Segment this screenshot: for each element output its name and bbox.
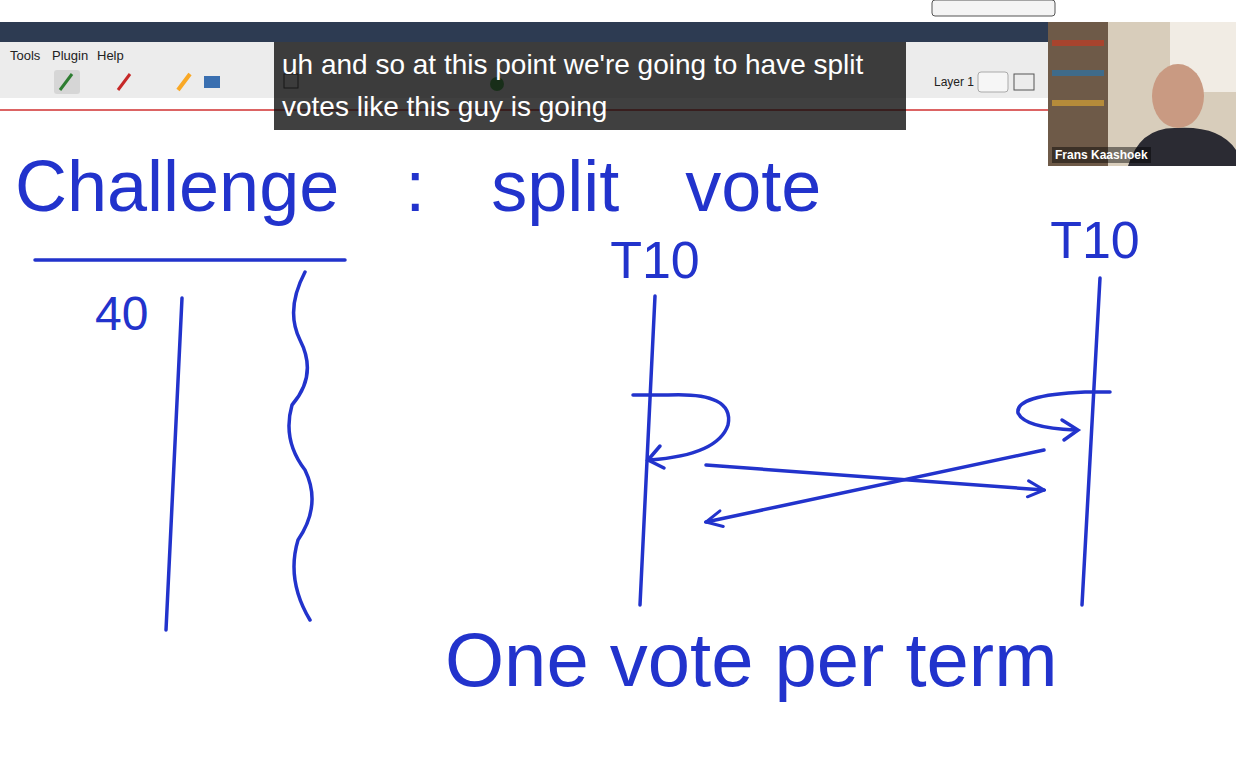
window-icon [1014, 74, 1034, 90]
webcam [1048, 22, 1236, 166]
self-vote [1018, 392, 1110, 430]
term-label: T10 [1044, 212, 1146, 269]
arrowhead [1062, 420, 1078, 440]
book-row [1052, 40, 1104, 46]
self-vote [633, 395, 729, 460]
handwriting [35, 260, 1110, 630]
wavy-timeline [289, 272, 312, 620]
speaker-name: Frans Kaashoek [1052, 147, 1151, 163]
head [1152, 64, 1204, 128]
server-timeline [1082, 278, 1100, 605]
menu-item: Tools [10, 49, 40, 62]
book-row [1052, 70, 1104, 76]
server-timeline [640, 296, 655, 605]
arrowhead [648, 446, 664, 468]
image-icon [204, 76, 220, 88]
layer-label: Layer 1 [934, 76, 974, 88]
menu-item: Plugin [52, 49, 88, 62]
timeline-number: 40 [95, 290, 148, 338]
eraser-icon [118, 74, 130, 90]
server-timeline-node: T10 [604, 232, 706, 602]
slide-title: Challenge : split vote [15, 150, 821, 222]
server-timeline-node: T10 [1044, 212, 1146, 602]
bookshelf [1048, 22, 1108, 166]
highlighter-icon [178, 74, 190, 90]
thumbnail [932, 0, 1055, 16]
menu-item: Help [97, 49, 124, 62]
video-subtitle: uh and so at this point we're going to h… [274, 42, 906, 130]
title-bar [0, 22, 1048, 42]
pen-icon [60, 74, 72, 90]
timeline [166, 298, 182, 630]
pen-button [54, 70, 80, 94]
layer-select [978, 72, 1008, 92]
slide-note: One vote per term [445, 622, 1058, 698]
vote-request-arrow [706, 450, 1044, 522]
underline [35, 258, 345, 262]
book-row [1052, 100, 1104, 106]
top-strip [0, 0, 1236, 22]
webcam-frame [1048, 22, 1236, 166]
term-label: T10 [604, 232, 706, 289]
